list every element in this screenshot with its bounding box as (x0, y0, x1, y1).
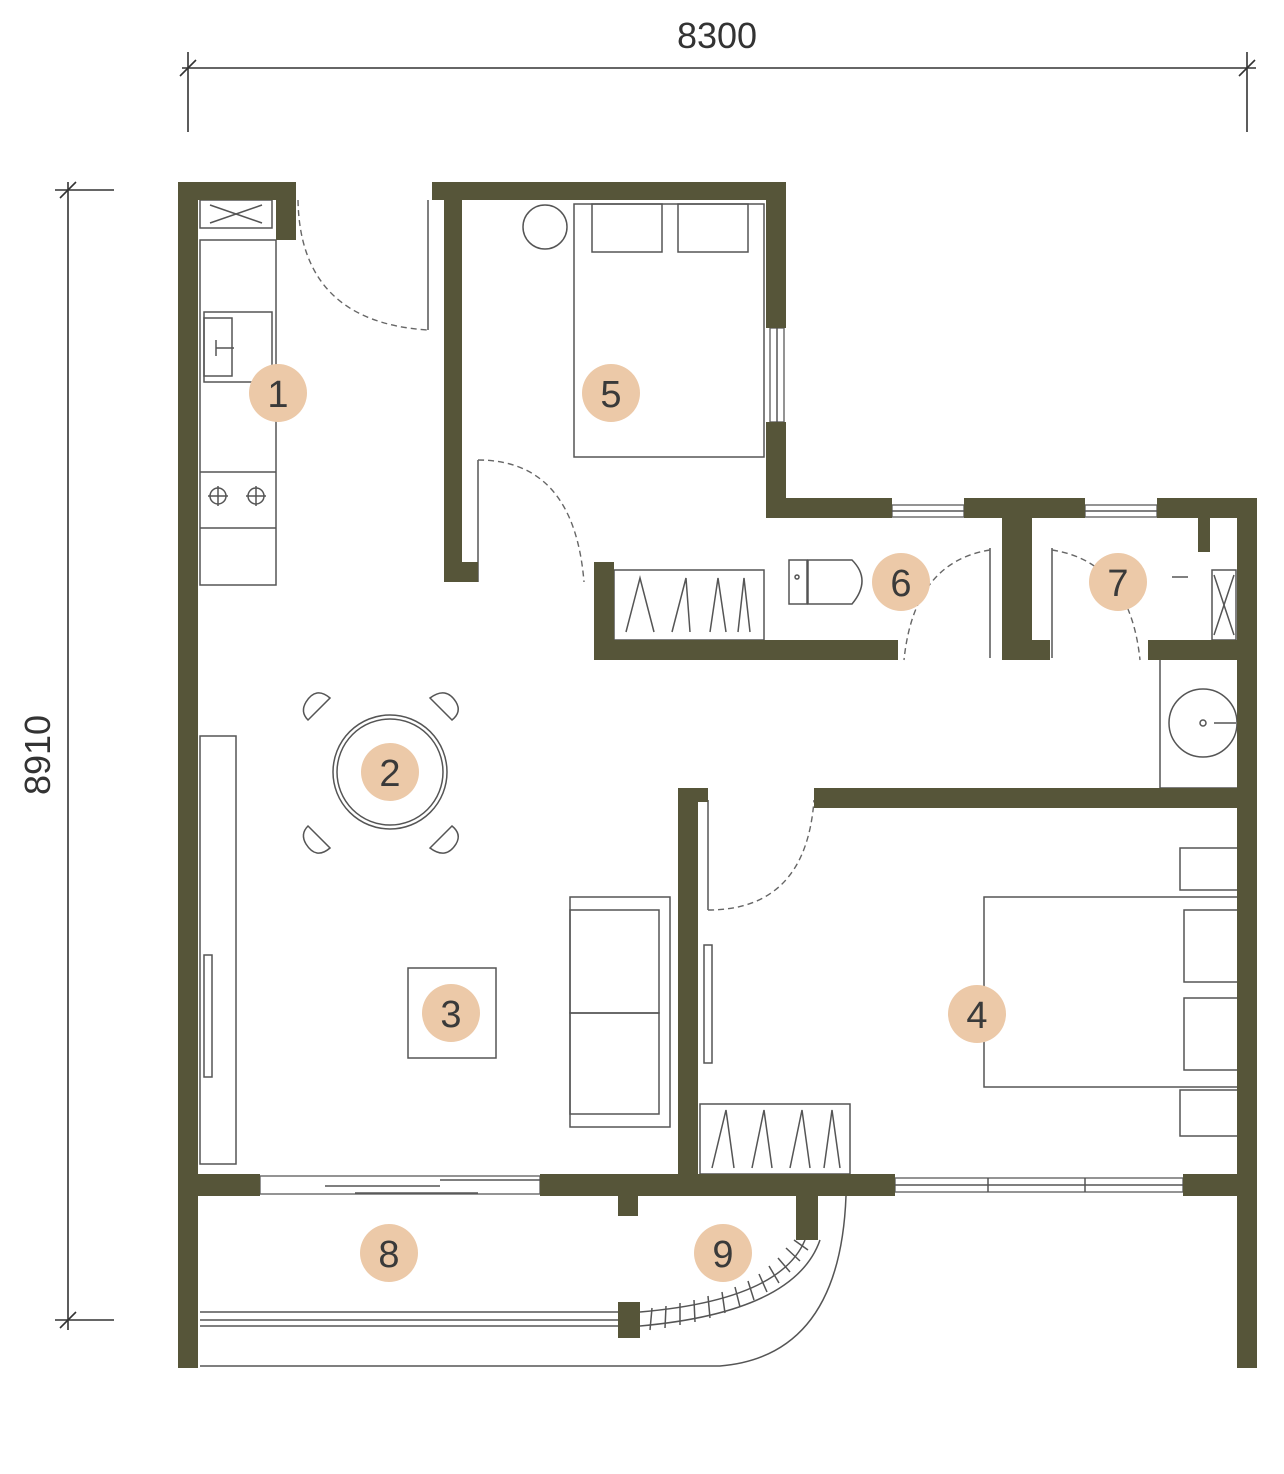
windows (259, 327, 1184, 1195)
room-marker-7: 7 (1089, 553, 1147, 611)
height-dimension-label: 8910 (17, 715, 58, 795)
room-markers: 1 2 3 4 5 6 7 8 (249, 364, 1147, 1282)
room-number-9: 9 (712, 1234, 733, 1276)
room-number-4: 4 (966, 995, 987, 1037)
room-marker-1: 1 (249, 364, 307, 422)
room-number-3: 3 (440, 994, 461, 1036)
room-marker-4: 4 (948, 985, 1006, 1043)
room-marker-3: 3 (422, 984, 480, 1042)
room-number-5: 5 (600, 374, 621, 416)
room-marker-9: 9 (694, 1224, 752, 1282)
room-number-2: 2 (379, 753, 400, 795)
room-marker-2: 2 (361, 743, 419, 801)
room-number-1: 1 (267, 374, 288, 416)
room-marker-6: 6 (872, 553, 930, 611)
room-marker-5: 5 (582, 364, 640, 422)
room-number-8: 8 (378, 1234, 399, 1276)
doors (297, 199, 1141, 911)
width-dimension-label: 8300 (677, 15, 757, 56)
walls (178, 182, 1257, 1368)
room-number-6: 6 (890, 563, 911, 605)
room-marker-8: 8 (360, 1224, 418, 1282)
dimension-height: 8910 (17, 181, 114, 1330)
room-number-7: 7 (1107, 563, 1128, 605)
dimension-width: 8300 (179, 15, 1256, 132)
